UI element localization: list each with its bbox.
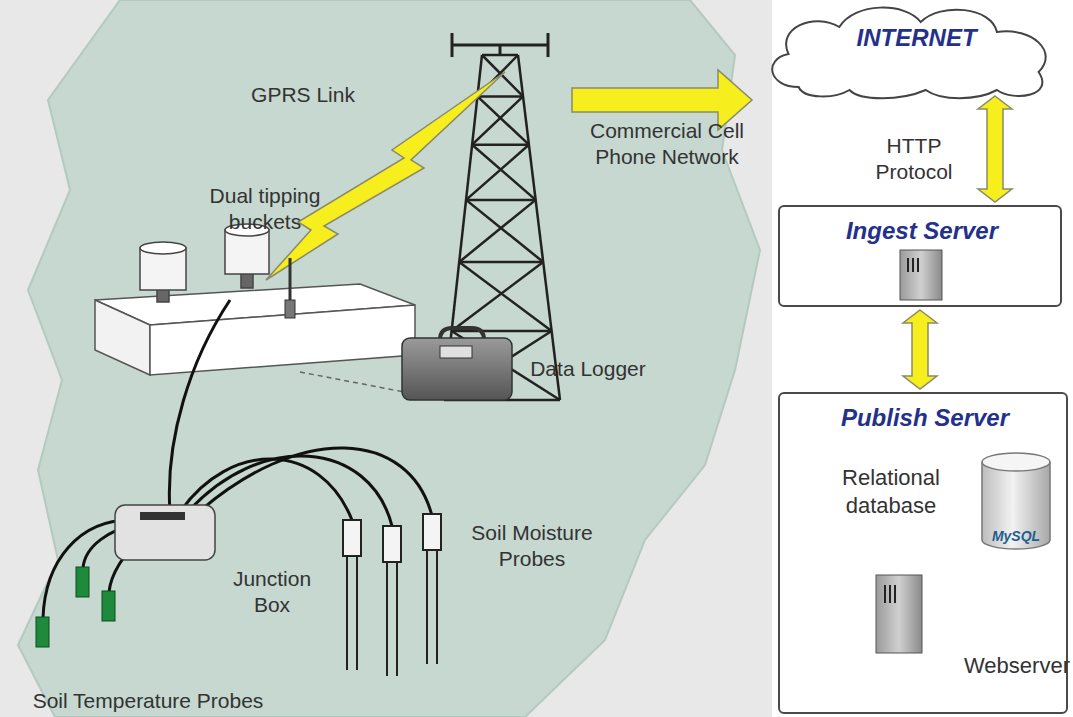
server-body — [876, 575, 922, 653]
edge-label: HTTP Protocol — [859, 133, 969, 186]
tower-brace — [472, 96, 523, 144]
data-logger-case — [402, 328, 512, 400]
internet-cloud: INTERNET — [758, 2, 1063, 102]
junction-box — [115, 505, 215, 560]
soil-moisture-probe — [383, 526, 401, 676]
tower-brace — [466, 145, 529, 200]
bucket-rim — [140, 242, 186, 254]
cell-tower-top — [452, 33, 548, 57]
tipping-bucket — [225, 224, 269, 288]
server-slot — [889, 585, 891, 603]
part-label: Soil Moisture Probes — [462, 520, 602, 573]
server-slot — [917, 258, 919, 272]
cloud-shape — [772, 8, 1045, 99]
probe-rod — [436, 550, 438, 664]
probe-rod — [426, 550, 428, 664]
logger-body — [402, 338, 512, 400]
probe-head — [343, 520, 361, 556]
tower-brace — [452, 330, 552, 333]
logger-plate — [440, 346, 472, 358]
probe-rod — [386, 562, 388, 676]
cylinder-body — [982, 462, 1050, 549]
antenna-tick — [547, 33, 550, 57]
part-label: Dual tipping buckets — [200, 183, 330, 236]
probe-rod — [346, 556, 348, 670]
platform-front — [150, 305, 415, 375]
tower-brace — [466, 199, 536, 202]
cable — [169, 300, 230, 512]
node-title: INTERNET — [857, 24, 977, 52]
cloud-outline — [758, 2, 1063, 102]
tower-brace — [477, 96, 528, 144]
tower-brace — [477, 95, 523, 98]
junction-body — [115, 505, 215, 560]
tower-brace — [452, 262, 544, 331]
soil-moisture-probe — [423, 514, 441, 664]
tower-brace — [472, 145, 536, 200]
double-arrow — [903, 310, 937, 389]
tower-brace — [482, 54, 518, 57]
link-label: GPRS Link — [238, 82, 368, 108]
tower-brace — [466, 200, 543, 262]
soil-temperature-probe — [36, 617, 49, 647]
probe-rod — [356, 556, 358, 670]
body-text: Relational database — [816, 464, 966, 519]
ingest-server-box: Ingest Server — [778, 205, 1062, 307]
probe-rod — [396, 562, 398, 676]
database-cylinder — [982, 453, 1050, 549]
tower-label: Commercial Cell Phone Network — [572, 118, 762, 171]
tower-brace — [472, 143, 529, 146]
server-icon — [876, 575, 922, 653]
part-label: Data Logger — [518, 356, 658, 382]
server-body — [900, 250, 942, 300]
logo-text: MySQL — [986, 528, 1046, 546]
part-label: Junction Box — [222, 566, 322, 619]
tower-brace — [459, 261, 543, 264]
soil-temperature-probe — [76, 567, 89, 597]
antenna-base — [285, 300, 295, 318]
soil-moisture-probe — [343, 520, 361, 670]
tower-brace — [482, 55, 523, 96]
soil-temperature-probe — [102, 591, 115, 621]
tower-brace — [459, 262, 551, 331]
cables — [43, 300, 432, 618]
server-slot — [884, 585, 886, 603]
tower-brace — [459, 200, 535, 262]
antenna-tick — [451, 33, 454, 57]
cable — [186, 456, 392, 526]
probe-head — [383, 526, 401, 562]
publish-server-box: Publish ServerRelational databaseWebserv… — [778, 392, 1068, 714]
map-ground — [0, 0, 772, 717]
server-icon — [900, 250, 942, 300]
double-arrow — [978, 96, 1012, 202]
node-title: Publish Server — [841, 404, 1009, 432]
watershed-map — [18, 0, 760, 717]
gprs-antenna — [285, 258, 295, 318]
body-text: Webserver — [964, 652, 1068, 680]
node-title: Ingest Server — [846, 217, 998, 245]
junction-plate — [140, 512, 185, 520]
tipping-bucket — [140, 242, 186, 302]
server-slot — [912, 258, 914, 272]
cylinder-top — [982, 453, 1050, 471]
server-slot — [894, 585, 896, 603]
server-slot — [907, 258, 909, 272]
part-label: Soil Temperature Probes — [18, 688, 278, 714]
platform-side — [95, 300, 150, 375]
probe-head — [423, 514, 441, 550]
cable — [192, 448, 432, 518]
